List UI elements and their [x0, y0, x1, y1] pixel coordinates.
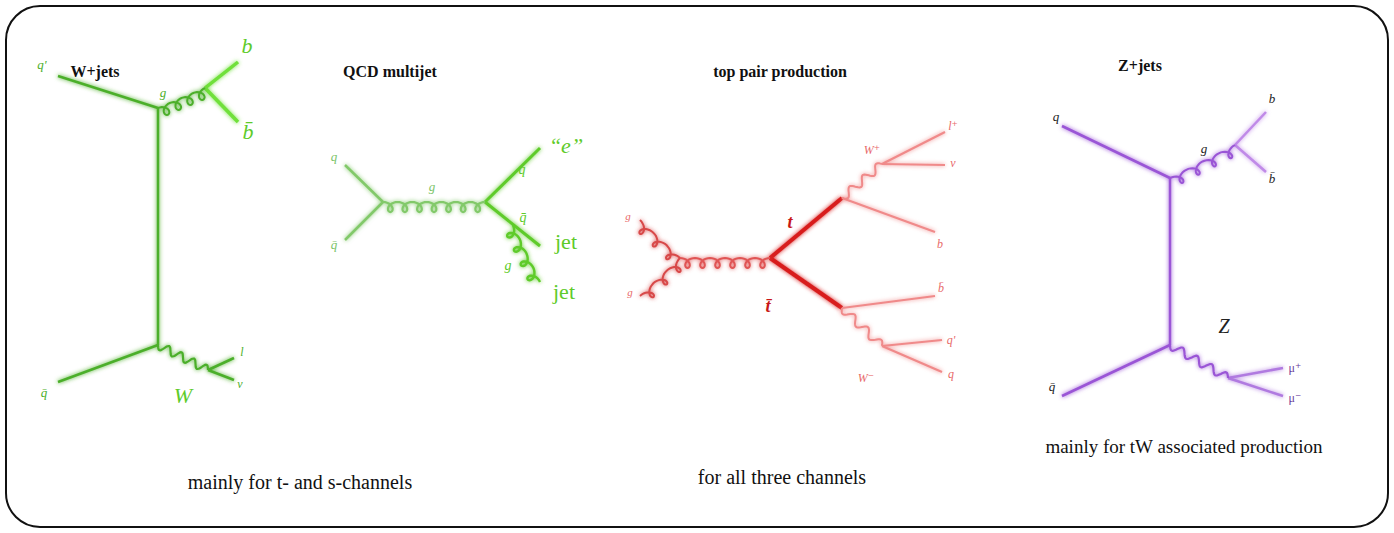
particle-label: ν: [237, 378, 242, 390]
particle-label: Z: [1218, 316, 1229, 336]
particle-label: t: [787, 213, 792, 231]
particle-label: b: [937, 238, 943, 250]
particle-label: W⁺: [864, 144, 880, 156]
particle-label: b̄: [243, 121, 254, 143]
boson-line: [842, 308, 883, 346]
particle-label: t̄: [765, 297, 770, 315]
particle-label: l: [240, 346, 243, 358]
particle-label: g: [1201, 142, 1208, 155]
particle-label: W⁻: [858, 372, 874, 384]
frame-border: [6, 6, 1388, 527]
zjets-diagram: [1062, 112, 1283, 396]
particle-label: b̄: [1269, 172, 1276, 185]
particle-label: l⁺: [948, 120, 958, 132]
particle-label: q': [37, 58, 46, 71]
particle-label: b: [1269, 92, 1276, 105]
particle-label: μ⁺: [1289, 362, 1302, 374]
boson-line: [507, 225, 540, 282]
particle-label: g: [429, 180, 436, 193]
channel-caption: mainly for t- and s-channels: [188, 472, 412, 492]
particle-label: g: [505, 259, 512, 273]
particle-label: μ⁻: [1289, 392, 1302, 404]
particle-label: q: [519, 163, 526, 177]
panel-title: top pair production: [713, 64, 847, 80]
particle-label: jet: [555, 231, 577, 253]
particle-label: q: [1053, 110, 1060, 123]
particle-label: q̄: [331, 238, 338, 251]
boson-line: [1170, 345, 1228, 378]
boson-lines: [158, 88, 1235, 378]
panel-title: W+jets: [70, 64, 119, 80]
particle-label: q: [948, 368, 954, 380]
wjets-diagram: [58, 62, 238, 382]
particle-label: g: [160, 86, 167, 99]
panel-title: QCD multijet: [343, 64, 437, 80]
boson-line: [158, 345, 208, 370]
particle-label: b̄: [938, 282, 944, 294]
particle-label: “e”: [549, 135, 583, 157]
channel-caption: mainly for tW associated production: [1045, 437, 1322, 456]
particle-label: q̄: [1049, 380, 1056, 393]
particle-label: W: [174, 385, 192, 407]
qcd-diagram: [345, 148, 540, 246]
particle-label: q': [947, 334, 956, 346]
particle-label: g: [627, 287, 633, 298]
boson-line: [640, 258, 681, 297]
channel-caption: for all three channels: [698, 467, 866, 487]
particle-label: jet: [553, 281, 575, 303]
boson-line: [639, 220, 680, 259]
boson-line: [842, 163, 882, 199]
particle-label: q̄: [41, 386, 48, 399]
ttbar-diagram: [770, 132, 945, 372]
boson-line: [680, 258, 770, 268]
panel-title: Z+jets: [1118, 58, 1162, 74]
boson-line: [383, 202, 485, 212]
particle-label: q: [331, 150, 338, 163]
particle-label: g: [625, 211, 631, 222]
particle-label: b: [242, 35, 253, 57]
particle-label: ν: [950, 157, 955, 169]
particle-label: q̄: [520, 211, 527, 225]
